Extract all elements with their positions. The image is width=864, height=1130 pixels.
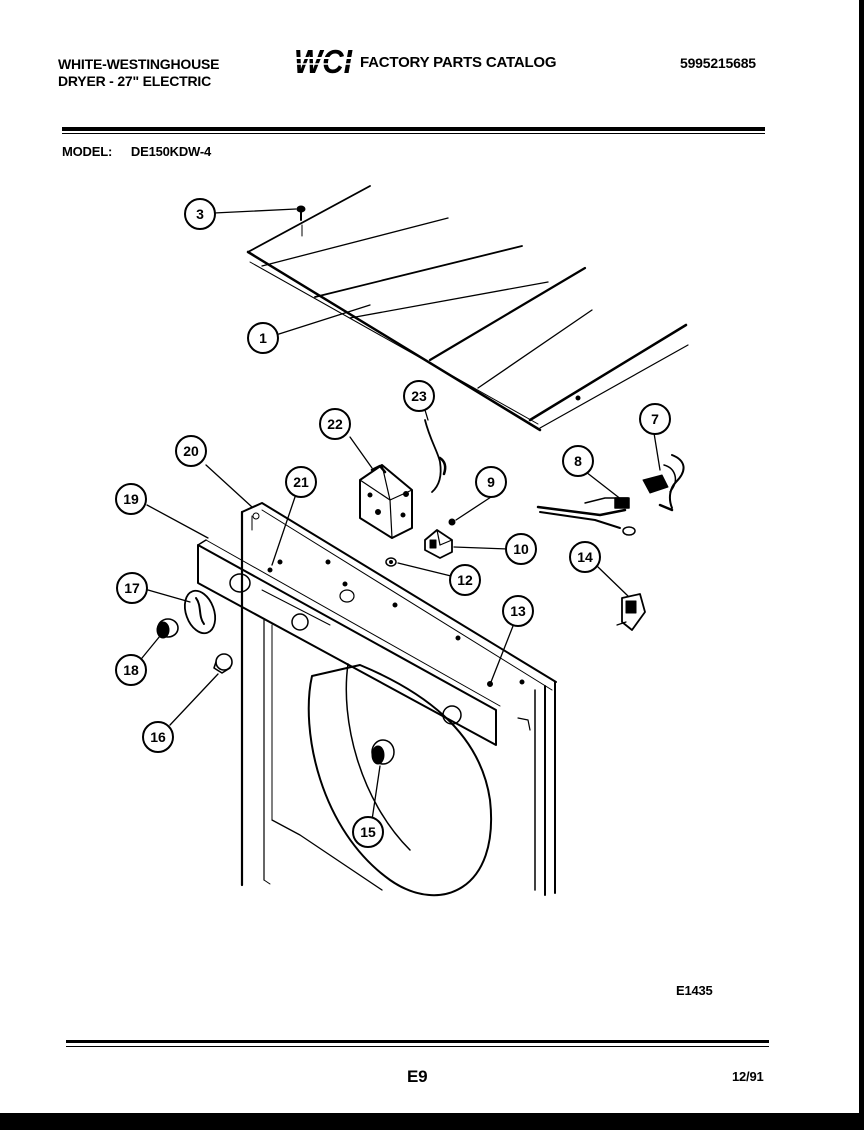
drawing-code: E1435 [676,983,713,998]
callout-1-label: 1 [259,330,267,346]
callout-3-label: 3 [196,206,204,222]
scan-border-right [859,0,864,1130]
console-panel-drawing [240,502,557,896]
model-value: DE150KDW-4 [130,144,212,159]
callout-10-label: 10 [513,541,529,557]
page-number: E9 [407,1067,428,1086]
callout-23-label: 23 [411,388,427,404]
brand-line-1: WHITE-WESTINGHOUSE [58,56,220,72]
callout-10: 10 [505,533,537,565]
catalog-number: 5995215685 [680,55,756,71]
header-rule-thick [62,127,765,131]
callout-15-label: 15 [360,824,376,840]
wire-harness-drawing [424,419,447,493]
callout-16-label: 16 [150,729,166,745]
model-line: MODEL: DE150KDW-4 [62,143,211,160]
callout-17-label: 17 [124,580,140,596]
brand-line-2: DRYER - 27" ELECTRIC [58,73,212,89]
catalog-title: FACTORY PARTS CATALOG [360,54,557,71]
callout-12: 12 [449,564,481,596]
callout-9-label: 9 [487,474,495,490]
footer-rule-thick [66,1040,769,1043]
model-label: MODEL: [62,144,113,159]
callout-21: 21 [285,466,317,498]
callout-12-label: 12 [457,572,473,588]
logo-text: WCI [294,46,353,78]
callout-16: 16 [142,721,174,753]
callout-19: 19 [115,483,147,515]
callout-3: 3 [184,198,216,230]
knob-skirt-drawing [183,589,217,635]
control-overlay-drawing [197,539,501,746]
door-switch-drawing [616,593,646,631]
callout-9: 9 [475,466,507,498]
screw-drawing [296,205,306,221]
callout-15: 15 [352,816,384,848]
callout-13: 13 [502,595,534,627]
timer-drawing [359,464,413,539]
callout-22-label: 22 [327,416,343,432]
callout-14: 14 [569,541,601,573]
callout-18: 18 [115,654,147,686]
top-panel-drawing [246,185,689,432]
callout-14-label: 14 [577,549,593,565]
callout-8-label: 8 [574,453,582,469]
header-rule-thin [62,133,765,134]
callout-20-label: 20 [183,443,199,459]
door-opening-drawing [307,663,493,897]
control-knob-drawing [156,618,179,639]
callout-13-label: 13 [510,603,526,619]
callout-23: 23 [403,380,435,412]
scan-border-bottom [0,1113,864,1130]
leader-lines [141,208,661,821]
footer-rule-thin [66,1046,769,1047]
door-knob-drawing [371,739,395,765]
brand-title: WHITE-WESTINGHOUSE DRYER - 27" ELECTRIC [58,56,219,90]
wire-terminal-drawing [536,454,685,536]
callout-19-label: 19 [123,491,139,507]
callout-20: 20 [175,435,207,467]
callout-22: 22 [319,408,351,440]
callout-bubbles: 1 3 7 8 9 10 12 13 [115,198,671,848]
callout-7: 7 [639,403,671,435]
callout-8: 8 [562,445,594,477]
push-switch-drawing [385,518,456,567]
callout-7-label: 7 [651,411,659,427]
callout-18-label: 18 [123,662,139,678]
wci-logo: WCI [292,46,354,78]
callout-17: 17 [116,572,148,604]
page-date: 12/91 [732,1069,764,1084]
callout-1: 1 [247,322,279,354]
callout-21-label: 21 [293,474,309,490]
knob-cap-drawing [213,653,233,674]
